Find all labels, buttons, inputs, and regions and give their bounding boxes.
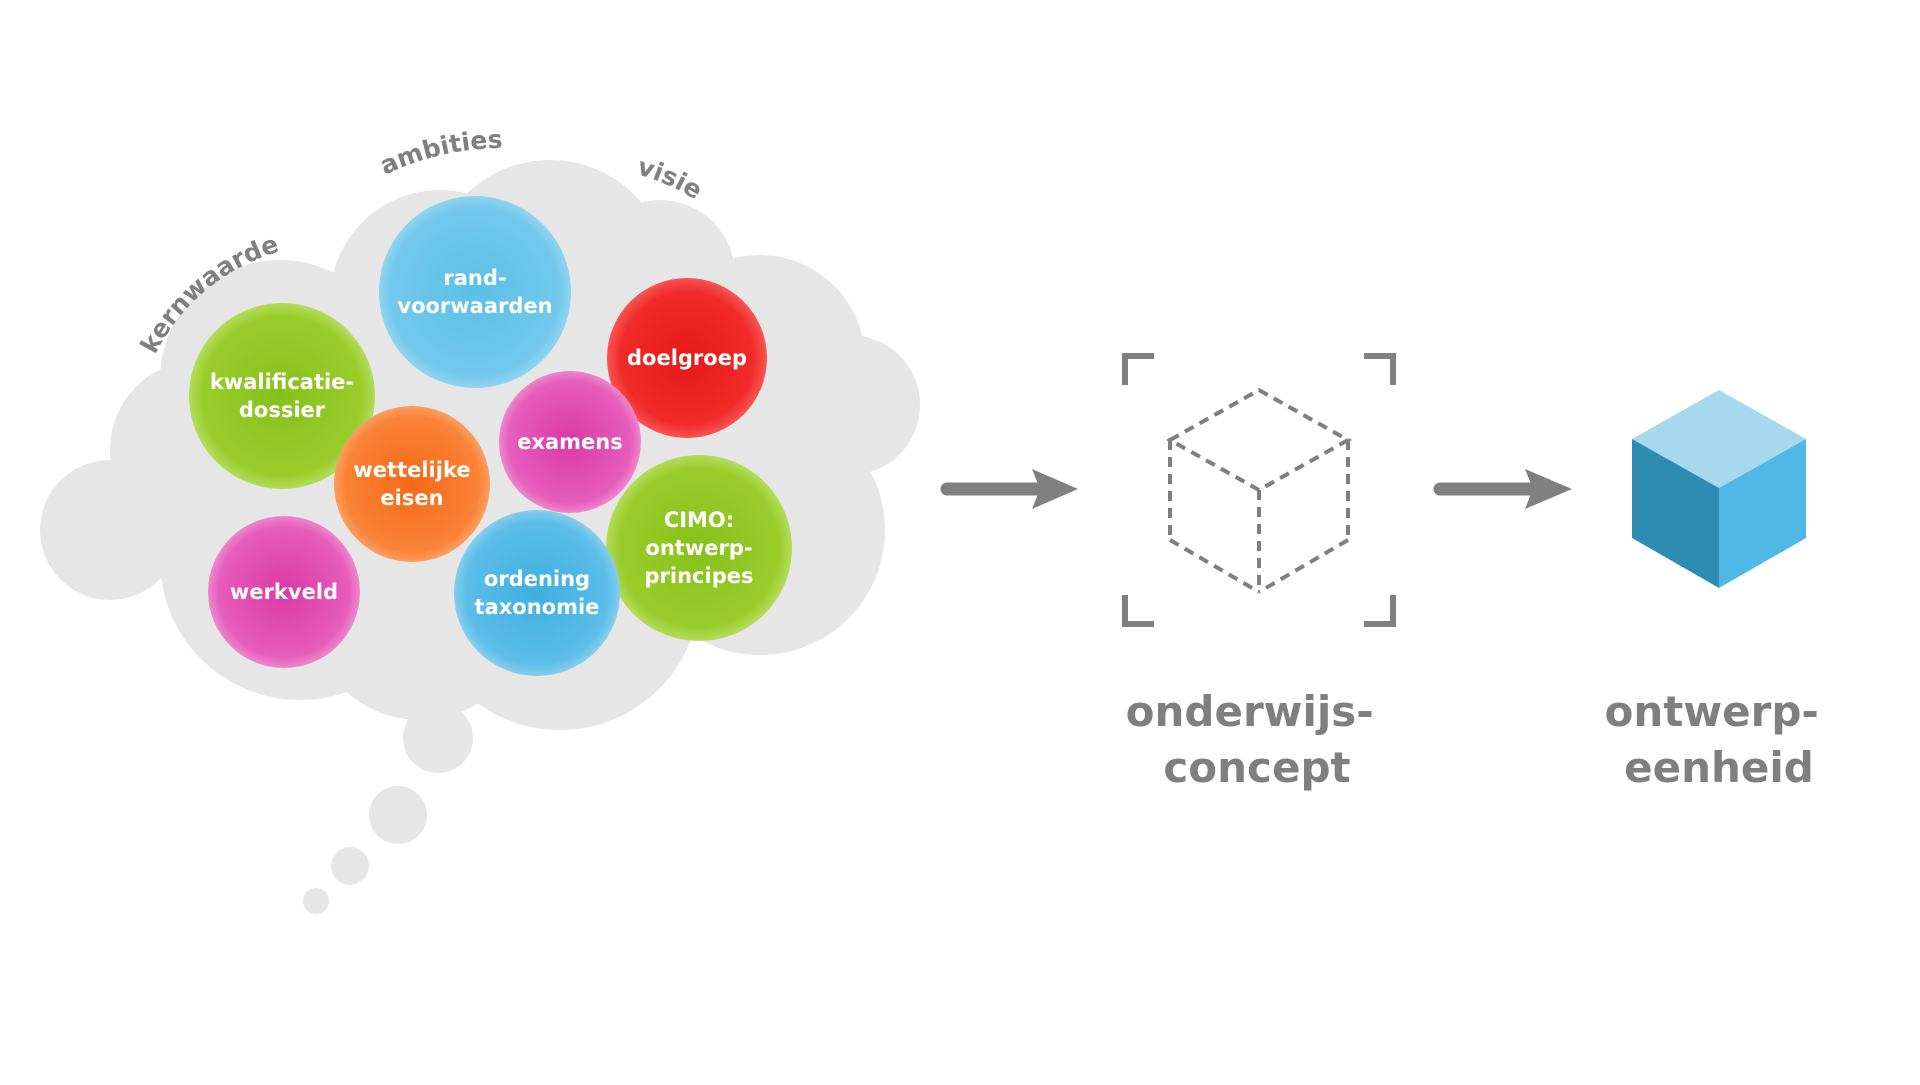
bubble-label-line: werkveld <box>230 580 338 604</box>
arrow-to-concept <box>940 469 1078 509</box>
bubble-cimo: CIMO: ontwerp-principes <box>606 455 792 641</box>
bubble-circle-doelgroep <box>607 278 767 438</box>
label-visie: visie <box>634 152 707 205</box>
bubble-circle-wettelijke <box>334 406 490 562</box>
dashed-cube-icon <box>1165 387 1353 594</box>
bubble-label-line: principes <box>645 564 754 588</box>
bubble-label-line: dossier <box>239 398 326 422</box>
bubble-group: rand-voorwaarden doelgroep kwalificatie-do… <box>189 196 792 676</box>
bubble-label-line: ordening <box>484 567 590 591</box>
bubble-label-ordening: ordening taxonomie <box>475 567 600 619</box>
bubble-circle-kwalificatie <box>189 303 375 489</box>
bubble-label-wettelijke: wettelijke eisen <box>353 458 470 510</box>
bubble-circle-examens <box>499 371 641 513</box>
bubble-label-line: examens <box>517 430 623 454</box>
bubble-label-line: rand- <box>443 266 506 290</box>
concept-frame <box>1122 353 1396 627</box>
bubble-label-cimo: CIMO: ontwerp-principes <box>645 508 754 588</box>
bubble-label-examens: examens <box>517 430 623 454</box>
bubble-wettelijke: wettelijke eisen <box>334 406 490 562</box>
unit-label: ontwerp- eenheid <box>1605 687 1834 792</box>
bubble-examens: examens <box>499 371 641 513</box>
bubble-label-werkveld: werkveld <box>230 580 338 604</box>
bubble-werkveld: werkveld <box>208 516 360 668</box>
bubble-kwalificatie: kwalificatie-dossier <box>189 303 375 489</box>
thought-trail <box>303 703 473 914</box>
bubble-label-line: voorwaarden <box>397 294 552 318</box>
bubble-label-doelgroep: doelgroep <box>627 346 747 370</box>
bubble-label-line: CIMO: <box>664 508 734 532</box>
bubble-label-line: wettelijke <box>353 458 470 482</box>
bubble-label-line: doelgroep <box>627 346 747 370</box>
bubble-label-line: kwalificatie- <box>210 370 354 394</box>
bubble-label-rand: rand-voorwaarden <box>397 266 552 318</box>
bubble-circle-rand <box>379 196 571 388</box>
bubble-label-line: eisen <box>380 486 443 510</box>
concept-label: onderwijs- concept <box>1126 687 1389 792</box>
bubble-label-line: taxonomie <box>475 595 600 619</box>
bubble-ordening: ordening taxonomie <box>454 510 620 676</box>
bubble-label-line: ontwerp- <box>645 536 752 560</box>
arrow-to-unit <box>1433 469 1572 509</box>
bubble-doelgroep: doelgroep <box>607 278 767 438</box>
bubble-circle-ordening <box>454 510 620 676</box>
bubble-circle-cimo <box>606 455 792 641</box>
label-ambities: ambities <box>376 125 503 180</box>
bubble-label-kwalificatie: kwalificatie-dossier <box>210 370 354 422</box>
solid-cube-icon <box>1632 390 1806 588</box>
bubble-rand: rand-voorwaarden <box>379 196 571 388</box>
bubble-circle-werkveld <box>208 516 360 668</box>
